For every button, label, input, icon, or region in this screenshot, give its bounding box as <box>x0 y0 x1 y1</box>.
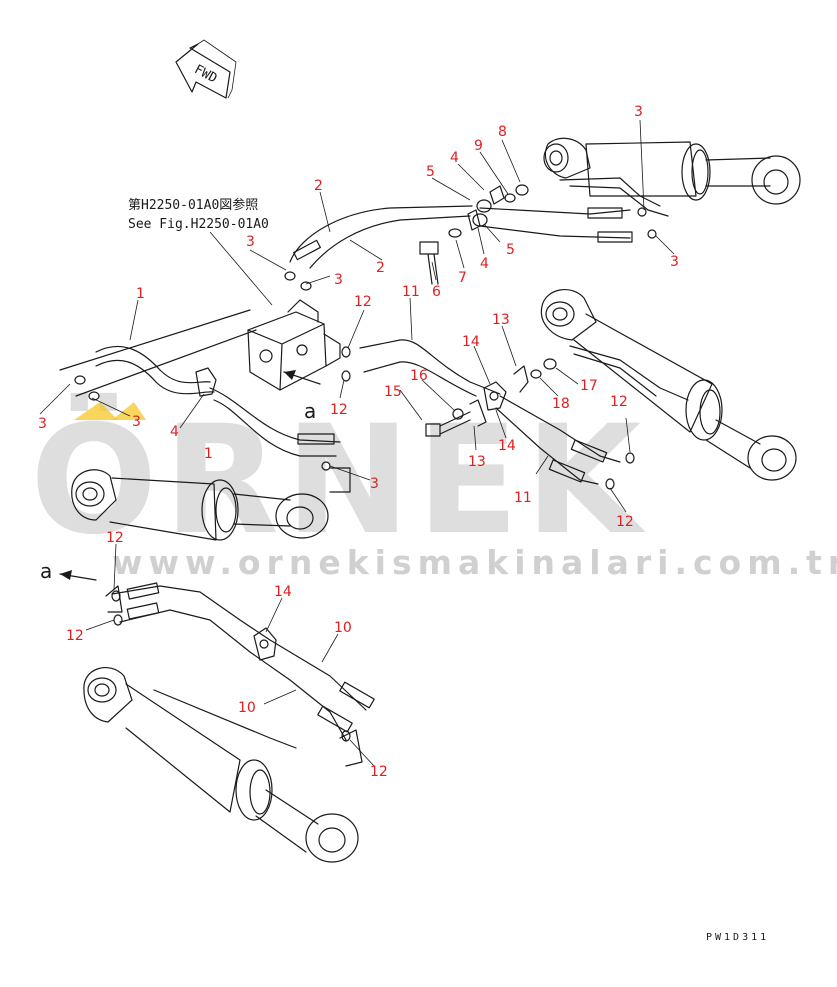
callout-12: 12 <box>106 530 124 546</box>
callout-5: 5 <box>426 164 435 180</box>
clip-set-small <box>105 185 505 767</box>
watermark-brand: ÖRNEK <box>30 392 647 568</box>
callout-8: 8 <box>498 124 507 140</box>
hose-2-pair <box>289 205 473 269</box>
hose-11 <box>359 339 621 485</box>
washer-7 <box>448 228 462 238</box>
callout-9: 9 <box>474 138 483 154</box>
callout-2: 2 <box>314 178 323 194</box>
cylinder-upper-right <box>543 137 801 217</box>
cylinder-lower-left <box>83 667 359 863</box>
cylinder-middle-right <box>540 289 797 481</box>
cylinder-center-left <box>71 469 329 541</box>
hose-upper-right-feed <box>479 207 633 243</box>
leader-lines <box>39 119 675 767</box>
view-mark-a-lower: a <box>40 559 52 583</box>
reference-leader <box>209 231 273 306</box>
clamp-14-upper <box>483 381 507 411</box>
callout-4: 4 <box>450 150 459 166</box>
callout-11: 11 <box>514 490 532 506</box>
callouts: 1 1 2 2 3 3 3 3 3 3 3 4 4 4 5 5 6 7 8 9 … <box>38 104 679 780</box>
callout-15: 15 <box>384 384 402 400</box>
arrow-head-icon <box>284 370 296 380</box>
nut-8 <box>515 184 529 196</box>
callout-14: 14 <box>274 584 292 600</box>
callout-12: 12 <box>354 294 372 310</box>
callout-4: 4 <box>480 256 489 272</box>
washer-18 <box>530 369 542 379</box>
clamp-4 <box>195 367 217 397</box>
callout-11: 11 <box>402 284 420 300</box>
callout-12: 12 <box>370 764 388 780</box>
callout-12: 12 <box>616 514 634 530</box>
callout-17: 17 <box>580 378 598 394</box>
callout-4: 4 <box>170 424 179 440</box>
arrow-head-icon <box>60 570 72 580</box>
callout-12: 12 <box>610 394 628 410</box>
callout-12: 12 <box>66 628 84 644</box>
bolt-6 <box>419 241 439 285</box>
callout-3: 3 <box>38 416 47 432</box>
callout-3: 3 <box>634 104 643 120</box>
washer-16 <box>452 408 464 420</box>
callout-1: 1 <box>136 286 145 302</box>
callout-3: 3 <box>334 272 343 288</box>
valve-block <box>247 299 341 391</box>
watermark-url: www.ornekismakinalari.com.tr <box>112 543 837 582</box>
bracket-13-lower <box>469 399 487 427</box>
callout-13: 13 <box>492 312 510 328</box>
callout-13: 13 <box>468 454 486 470</box>
callout-3: 3 <box>370 476 379 492</box>
hose-1-lower <box>209 387 341 457</box>
callout-1: 1 <box>204 446 213 462</box>
watermark-accent-mark <box>112 402 146 420</box>
oring-3-set <box>74 207 657 471</box>
clamp-14-lower <box>253 627 277 661</box>
view-mark-a: a <box>304 399 316 423</box>
nut-17 <box>543 358 557 370</box>
fwd-arrow-icon: FWD <box>175 39 237 99</box>
drawing-code: PW1D311 <box>706 932 769 943</box>
watermark: ÖRNEK www.ornekismakinalari.com.tr <box>30 392 837 582</box>
hose-1-upper <box>59 309 257 397</box>
callout-14: 14 <box>462 334 480 350</box>
bracket-13 <box>513 365 529 393</box>
pipe-lower-left <box>111 582 375 741</box>
callout-16: 16 <box>410 368 428 384</box>
callout-7: 7 <box>458 270 467 286</box>
bolt-15 <box>425 411 471 437</box>
callout-3: 3 <box>246 234 255 250</box>
reference-note-jp: 第H2250-01A0図参照 <box>128 197 258 213</box>
callout-5: 5 <box>506 242 515 258</box>
fitting-5-set <box>472 199 492 227</box>
callout-12: 12 <box>330 402 348 418</box>
watermark-accent-mark <box>74 402 118 420</box>
washer-9 <box>504 193 516 203</box>
callout-6: 6 <box>432 284 441 300</box>
callout-2: 2 <box>376 260 385 276</box>
callout-3: 3 <box>132 414 141 430</box>
reference-note-en: See Fig.H2250-01A0 <box>128 217 269 232</box>
callout-3: 3 <box>670 254 679 270</box>
callout-14: 14 <box>498 438 516 454</box>
callout-10: 10 <box>238 700 256 716</box>
callout-10: 10 <box>334 620 352 636</box>
callout-18: 18 <box>552 396 570 412</box>
oring-12-set <box>111 346 635 742</box>
